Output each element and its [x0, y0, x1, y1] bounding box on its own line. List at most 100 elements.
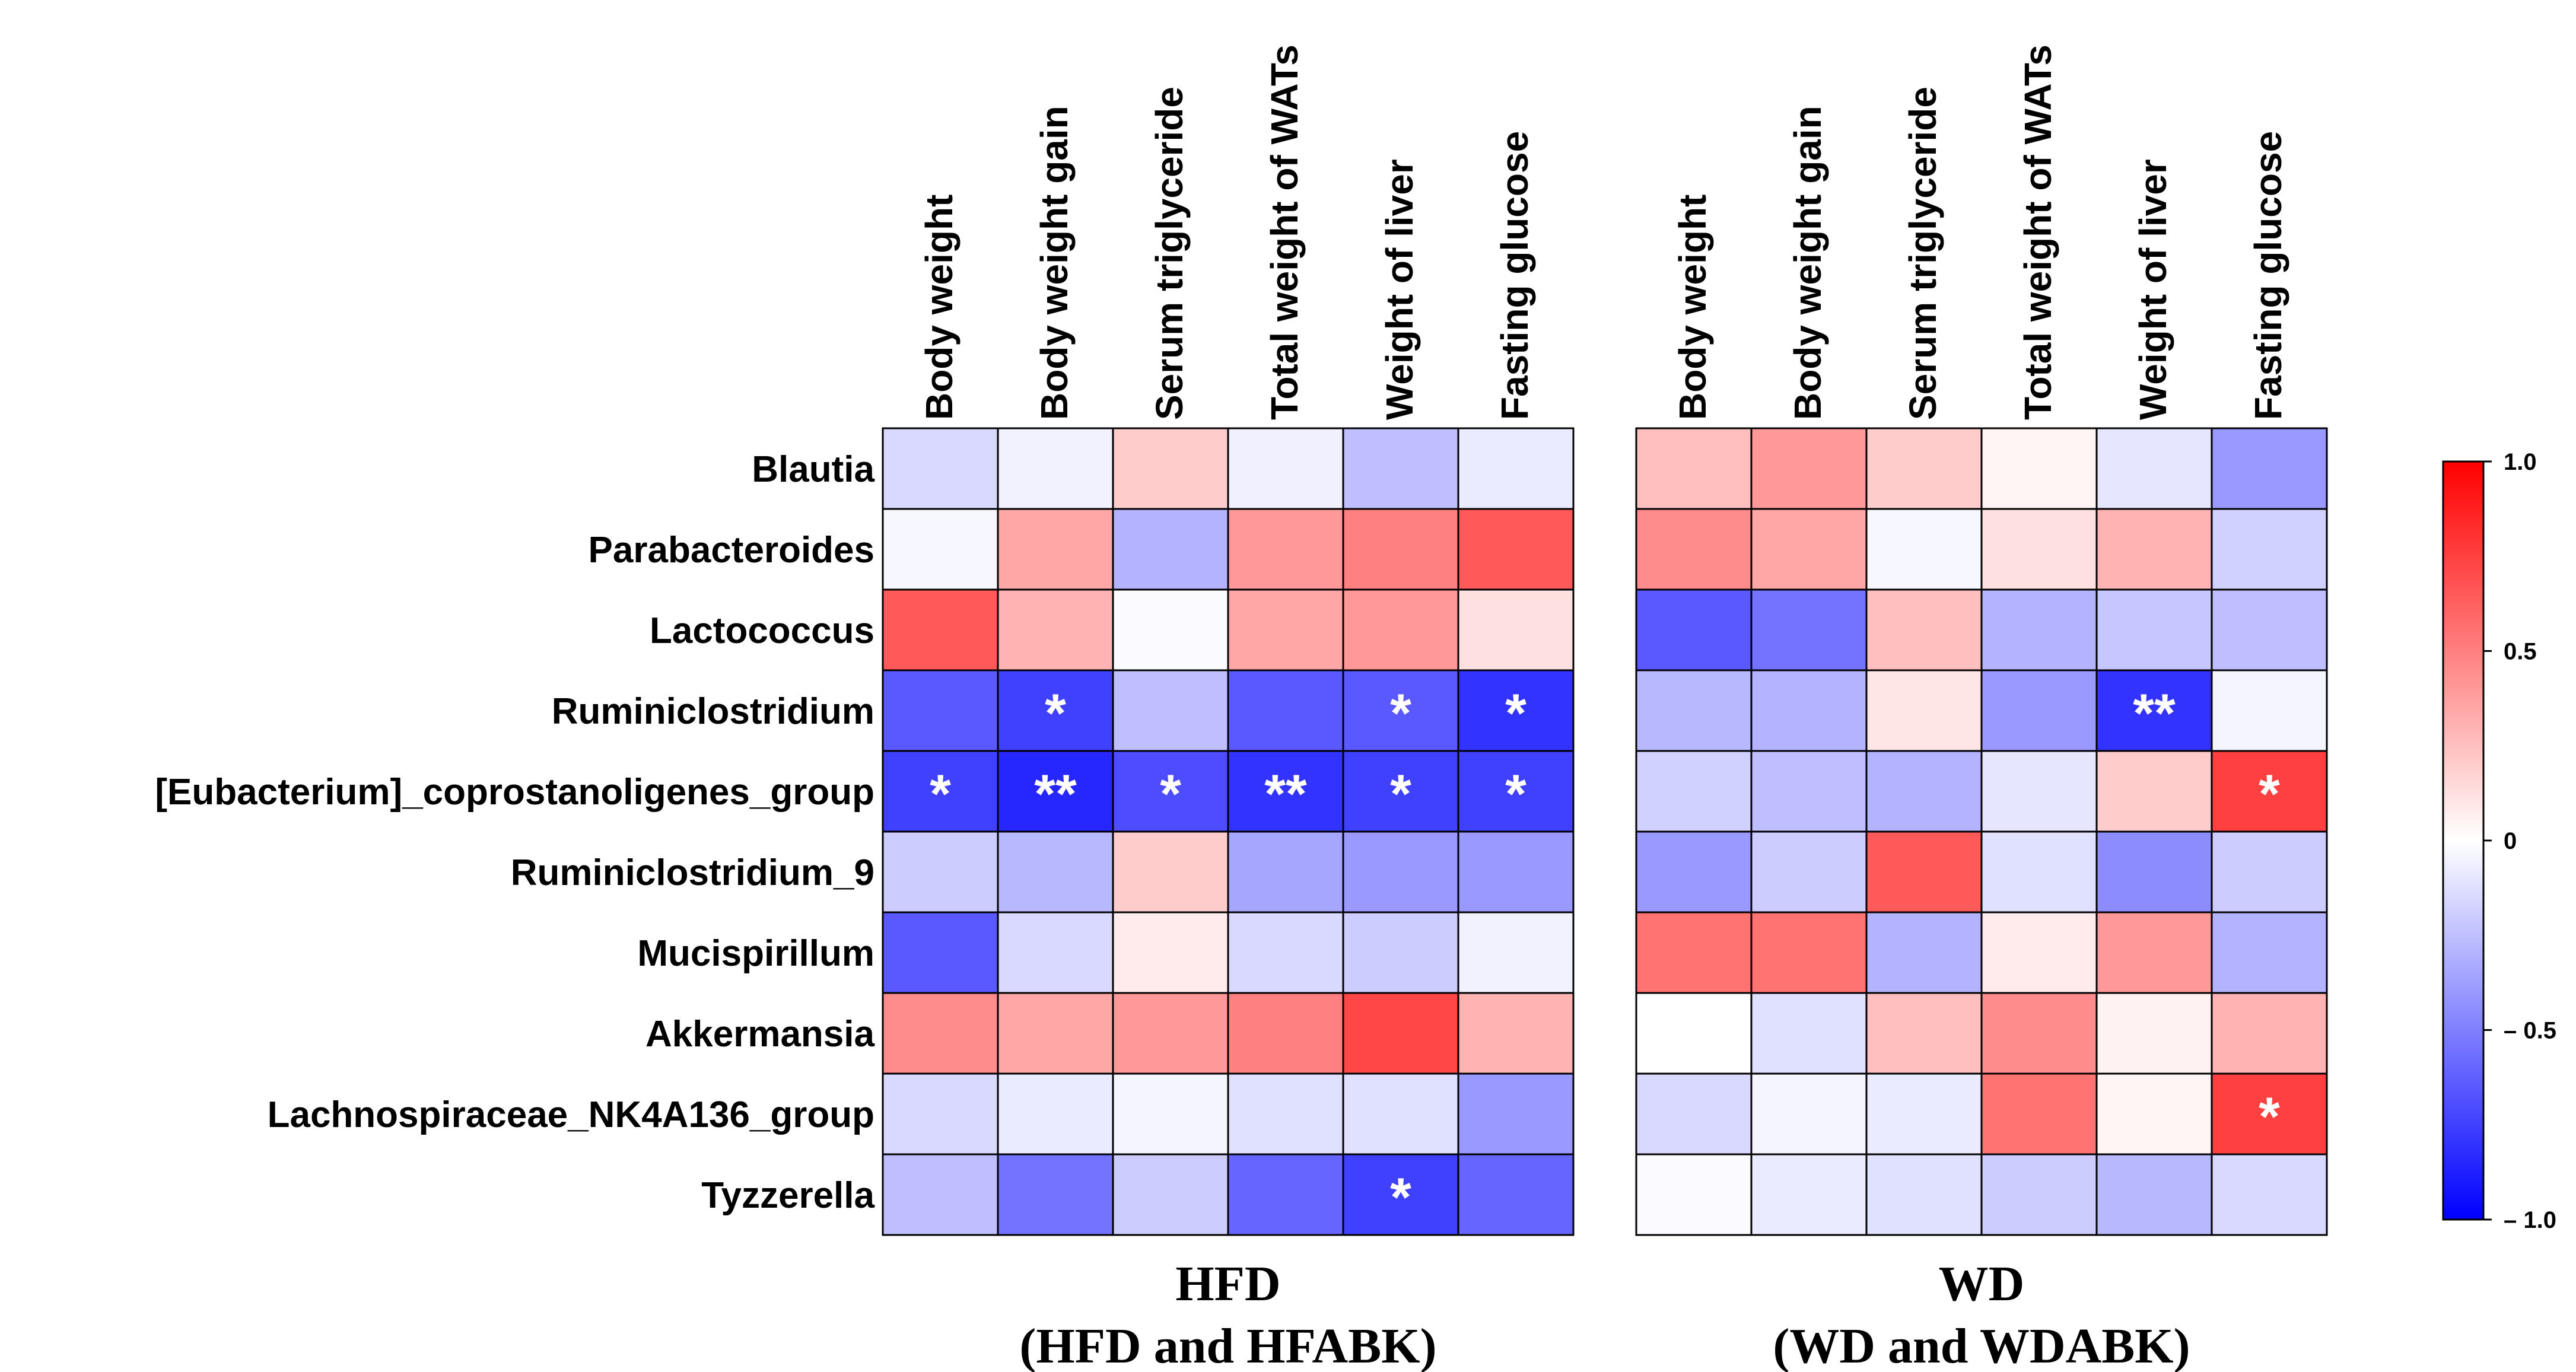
significance-marker: * — [2259, 764, 2280, 825]
row-label: Blautia — [752, 449, 874, 490]
heatmap-cell — [1750, 669, 1868, 752]
heatmap-cell — [1227, 992, 1344, 1075]
significance-marker: * — [930, 764, 951, 825]
colorbar-tick-label: 0.5 — [2504, 639, 2537, 665]
heatmap-cell — [1750, 427, 1868, 510]
heatmap-cell — [1635, 427, 1753, 510]
heatmap-cell — [2095, 588, 2213, 671]
heatmap-cell — [1980, 992, 2098, 1075]
heatmap-cell — [1980, 911, 2098, 994]
colorbar-tick-label: 0 — [2504, 828, 2517, 854]
heatmap-cell — [882, 992, 999, 1075]
column-label: Body weight — [1671, 195, 1714, 420]
group-sublabel: (HFD and HFABK) — [1019, 1319, 1436, 1372]
heatmap-cell — [2095, 1072, 2213, 1155]
heatmap-cell — [997, 508, 1114, 591]
heatmap-cell — [882, 1072, 999, 1155]
heatmap-cell — [1865, 427, 1983, 510]
group-sublabel: (WD and WDABK) — [1773, 1319, 2190, 1372]
heatmap-cell — [1457, 1153, 1575, 1236]
heatmap-cell — [1112, 427, 1229, 510]
column-label: Body weight — [918, 195, 961, 420]
heatmap-cell — [997, 992, 1114, 1075]
heatmap-cell — [1865, 992, 1983, 1075]
heatmap-cell — [1457, 911, 1575, 994]
heatmap-cell — [1750, 1153, 1868, 1236]
significance-marker: * — [1390, 1167, 1411, 1228]
heatmap-cell — [882, 427, 999, 510]
row-label: Ruminiclostridium — [552, 691, 874, 732]
heatmap-cell — [1112, 508, 1229, 591]
heatmap-cell — [1112, 588, 1229, 671]
heatmap-cell — [1750, 911, 1868, 994]
column-label: Body weight gain — [1033, 106, 1076, 420]
heatmap-cell — [1342, 427, 1459, 510]
heatmap-cell — [1342, 992, 1459, 1075]
heatmap-cell — [2211, 588, 2328, 671]
heatmap-cell — [1980, 750, 2098, 833]
column-label: Total weight of WATs — [2017, 44, 2059, 420]
heatmap-cell — [1865, 1072, 1983, 1155]
heatmap-cell — [882, 508, 999, 591]
heatmap-cell — [1750, 1072, 1868, 1155]
significance-marker: * — [1390, 764, 1411, 825]
heatmap-cell — [1865, 750, 1983, 833]
heatmap-cell — [2095, 992, 2213, 1075]
heatmap-cell — [1635, 830, 1753, 913]
heatmap-cell — [1865, 1153, 1983, 1236]
heatmap-cell — [2211, 1153, 2328, 1236]
heatmap-cell — [997, 1153, 1114, 1236]
colorbar-tick-label: 1.0 — [2504, 449, 2537, 475]
column-label: Body weight gain — [1786, 106, 1829, 420]
row-label: Lactococcus — [650, 610, 874, 651]
heatmap-cell — [1750, 588, 1868, 671]
heatmap-cell — [1457, 508, 1575, 591]
heatmap-cell — [2211, 992, 2328, 1075]
heatmap-cell — [1635, 508, 1753, 591]
significance-marker: ** — [1034, 764, 1077, 825]
heatmap-cell — [1635, 1153, 1753, 1236]
row-label: [Eubacterium]_coprostanoligenes_group — [155, 772, 874, 813]
colorbar-tick-label: – 1.0 — [2504, 1207, 2556, 1233]
heatmap-cell — [2211, 830, 2328, 913]
heatmap-cell — [1112, 1072, 1229, 1155]
heatmap-cell — [1980, 1153, 2098, 1236]
heatmap-cell — [882, 1153, 999, 1236]
heatmap-cell — [1227, 508, 1344, 591]
row-label: Akkermansia — [645, 1014, 875, 1055]
heatmap-cell — [1980, 427, 2098, 510]
column-label: Serum triglyceride — [1901, 87, 1944, 420]
heatmap-cell — [1865, 911, 1983, 994]
heatmap-cell — [1457, 588, 1575, 671]
significance-marker: * — [1045, 683, 1066, 744]
heatmap-cell — [997, 1072, 1114, 1155]
heatmap-cell — [1227, 427, 1344, 510]
heatmap-cell — [1865, 830, 1983, 913]
heatmap-cell — [997, 427, 1114, 510]
heatmap-cell — [1112, 911, 1229, 994]
heatmap-cell — [1750, 992, 1868, 1075]
heatmap-cell — [1980, 669, 2098, 752]
heatmap-cell — [2211, 669, 2328, 752]
column-label: Fasting glucose — [1493, 131, 1536, 420]
heatmap-cell — [1457, 992, 1575, 1075]
heatmap-cell — [2211, 750, 2328, 833]
row-label: Mucispirillum — [637, 933, 874, 974]
heatmap-cell — [1342, 669, 1459, 752]
heatmap-cell — [1635, 669, 1753, 752]
heatmap-cell — [997, 669, 1114, 752]
heatmap-cell — [1980, 1072, 2098, 1155]
column-label: Weight of liver — [2132, 159, 2174, 420]
heatmap-cell — [1635, 911, 1753, 994]
heatmap-cell — [2211, 508, 2328, 591]
heatmap-cell — [1635, 588, 1753, 671]
row-label: Lachnospiraceae_NK4A136_group — [268, 1094, 874, 1135]
heatmap-cell — [1342, 1072, 1459, 1155]
heatmap-cell — [997, 588, 1114, 671]
heatmap-cell — [1227, 669, 1344, 752]
heatmap-cell — [1750, 508, 1868, 591]
heatmap-cell — [882, 669, 999, 752]
heatmap-cell — [997, 830, 1114, 913]
